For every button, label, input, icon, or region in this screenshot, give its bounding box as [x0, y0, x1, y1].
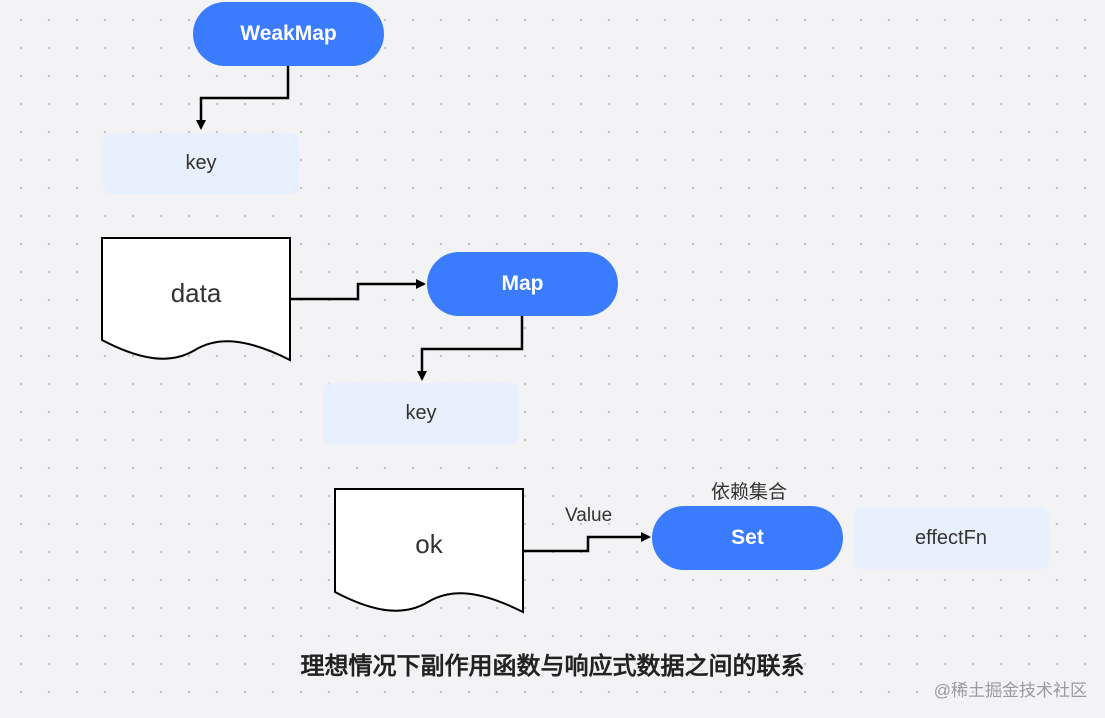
arrow-data-to-map — [290, 279, 426, 301]
arrow-ok-to-set — [523, 532, 651, 553]
document-shape-ok — [334, 488, 524, 614]
arrow-weakmap-to-key — [196, 66, 290, 130]
key-node-1: key — [103, 133, 299, 194]
weakmap-node: WeakMap — [193, 2, 384, 66]
watermark: @稀土掘金技术社区 — [933, 681, 1087, 700]
dependency-set-label: 依赖集合 — [711, 482, 788, 503]
set-node: Set — [652, 506, 843, 570]
effectfn-node: effectFn — [853, 508, 1049, 569]
diagram-caption: 理想情况下副作用函数与响应式数据之间的联系 — [300, 653, 805, 680]
data-document-label: data — [170, 277, 222, 308]
key-node-2: key — [323, 383, 519, 444]
ok-document-label: ok — [415, 528, 443, 559]
value-edge-label: Value — [565, 505, 613, 526]
map-node: Map — [427, 252, 618, 316]
arrow-map-to-key — [417, 316, 524, 381]
document-shape-data — [101, 237, 291, 362]
